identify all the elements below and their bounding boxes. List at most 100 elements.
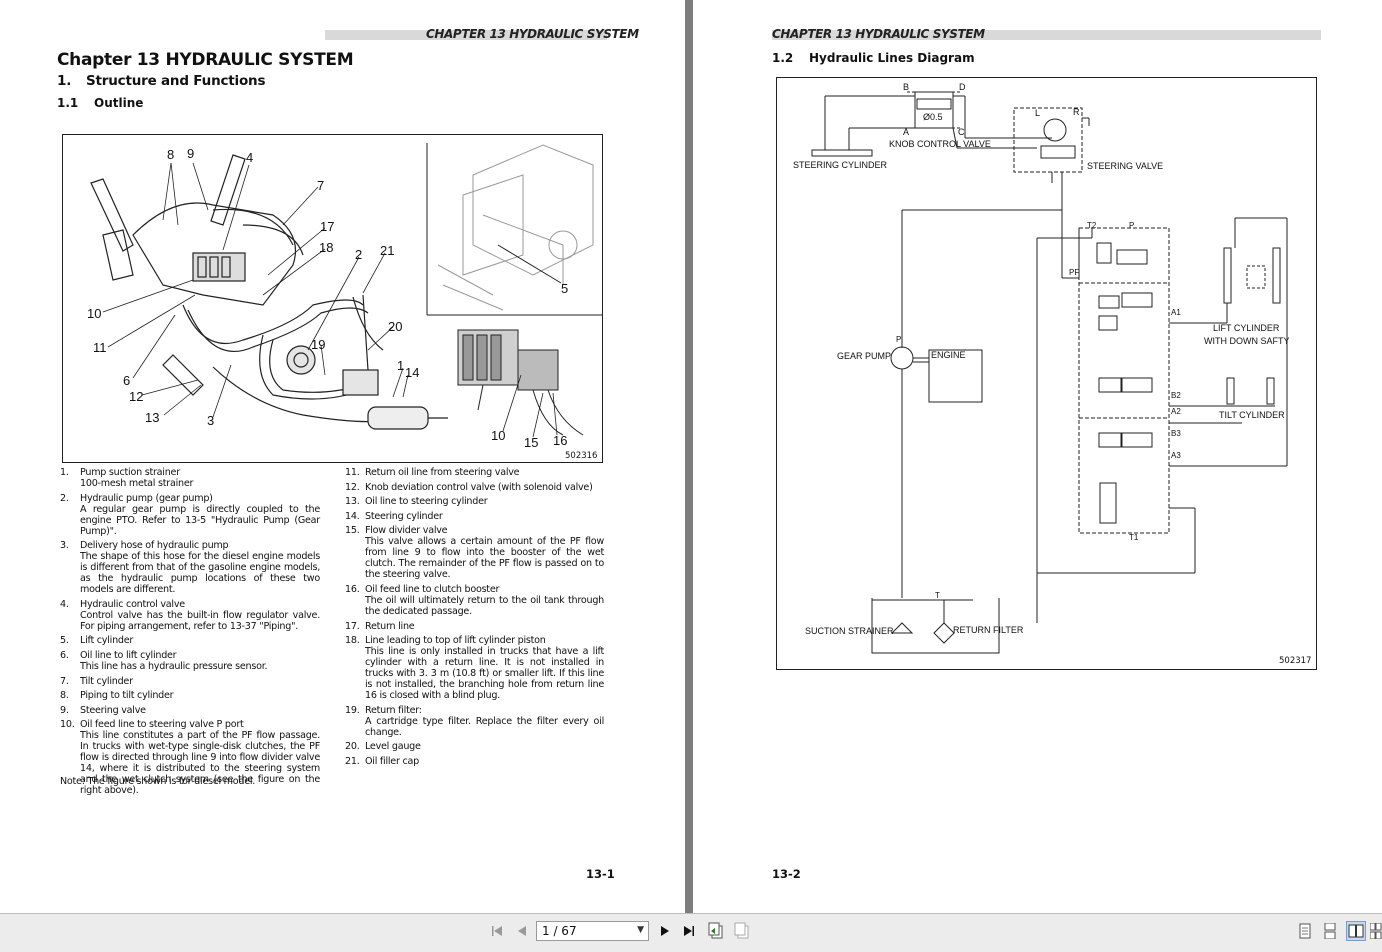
callout-label: 7 xyxy=(317,178,324,193)
go-back-icon[interactable] xyxy=(706,921,726,941)
continuous-facing-view-icon[interactable] xyxy=(1370,921,1382,941)
figure-id: 502316 xyxy=(565,451,598,461)
legend-item: 19.Return filter:A cartridge type filter… xyxy=(345,704,604,738)
port-label: B xyxy=(903,82,909,92)
continuous-view-icon[interactable] xyxy=(1320,921,1340,941)
section-title: Structure and Functions xyxy=(86,73,266,89)
page-right: CHAPTER 13 HYDRAULIC SYSTEM 1.2 Hydrauli… xyxy=(693,0,1382,913)
legend-item: 14.Steering cylinder xyxy=(345,510,443,522)
port-label: PF xyxy=(1069,268,1079,277)
callout-label: 3 xyxy=(207,413,214,428)
components-figure: 8 9 4 7 17 18 2 21 5 10 11 6 12 13 3 19 xyxy=(62,134,603,463)
running-header: CHAPTER 13 HYDRAULIC SYSTEM xyxy=(772,27,985,41)
callout-label: 11 xyxy=(93,340,107,355)
page-number: 13-2 xyxy=(772,867,801,881)
schematic-labels: B D A C Ø0.5 KNOB CONTROL VALVE STEERING… xyxy=(793,82,1290,636)
hydraulic-lines-diagram: B D A C Ø0.5 KNOB CONTROL VALVE STEERING… xyxy=(776,77,1317,670)
last-page-icon[interactable] xyxy=(679,921,699,941)
chevron-down-icon[interactable]: ▼ xyxy=(637,925,644,935)
document-viewport[interactable]: CHAPTER 13 HYDRAULIC SYSTEM Chapter 13 H… xyxy=(0,0,1382,913)
callout-label: 21 xyxy=(380,243,394,258)
prev-page-icon[interactable] xyxy=(512,921,532,941)
port-label: A1 xyxy=(1171,308,1181,317)
suction-strainer-label: SUCTION STRAINER xyxy=(805,626,894,636)
callout-label: 14 xyxy=(405,365,419,380)
page-number: 13-1 xyxy=(586,867,615,881)
figure-id: 502317 xyxy=(1279,656,1312,666)
hydraulic-schematic: B D A C Ø0.5 KNOB CONTROL VALVE STEERING… xyxy=(793,82,1290,654)
port-label: A3 xyxy=(1171,451,1181,460)
orifice-label: Ø0.5 xyxy=(923,112,943,122)
callout-label: 9 xyxy=(187,146,194,161)
callout-label: 4 xyxy=(246,150,253,165)
port-label: C xyxy=(958,127,965,137)
return-filter-label: RETURN FILTER xyxy=(953,625,1024,635)
page-number-value: 1 / 67 xyxy=(542,924,577,938)
page-left: CHAPTER 13 HYDRAULIC SYSTEM Chapter 13 H… xyxy=(0,0,685,913)
callout-label: 19 xyxy=(311,337,325,352)
running-header: CHAPTER 13 HYDRAULIC SYSTEM xyxy=(426,27,639,41)
port-label: T xyxy=(935,591,940,600)
legend-item: 13.Oil line to steering cylinder xyxy=(345,496,488,508)
callout-label: 16 xyxy=(553,433,567,448)
legend-item: 8.Piping to tilt cylinder xyxy=(60,690,174,702)
chapter-title: Chapter 13 HYDRAULIC SYSTEM xyxy=(57,50,354,70)
callout-label: 17 xyxy=(320,219,334,234)
first-page-icon[interactable] xyxy=(487,921,507,941)
port-label: P xyxy=(896,335,901,344)
port-label: D xyxy=(959,82,966,92)
callout-label: 6 xyxy=(123,373,130,388)
callout-label: 10 xyxy=(491,428,505,443)
next-page-icon[interactable] xyxy=(655,921,675,941)
legend-column-2: 11.Return oil line from steering valve 1… xyxy=(345,467,604,771)
port-label: P xyxy=(1129,221,1134,230)
port-label: B2 xyxy=(1171,391,1181,400)
subsection-title: Outline xyxy=(94,96,144,110)
callout-label: 18 xyxy=(319,240,333,255)
steering-valve-label: STEERING VALVE xyxy=(1087,161,1163,171)
engine-label: ENGINE xyxy=(931,350,966,360)
lift-cylinder-label: WITH DOWN SAFTY xyxy=(1204,336,1290,346)
port-label: B3 xyxy=(1171,429,1181,438)
single-page-view-icon[interactable] xyxy=(1295,921,1315,941)
legend-item: 17.Return line xyxy=(345,620,415,632)
header-bar xyxy=(325,30,607,40)
section-title: Hydraulic Lines Diagram xyxy=(809,51,975,65)
section-number: 1.2 xyxy=(772,51,794,65)
steering-cylinder-label: STEERING CYLINDER xyxy=(793,160,888,170)
callout-label: 10 xyxy=(87,306,101,321)
legend-item: 9.Steering valve xyxy=(60,704,146,716)
port-label: A2 xyxy=(1171,407,1181,416)
callout-label: 5 xyxy=(561,281,568,296)
legend-item: 11.Return oil line from steering valve xyxy=(345,467,520,478)
knob-control-valve-label: KNOB CONTROL VALVE xyxy=(889,139,991,149)
figure-callouts: 8 9 4 7 17 18 2 21 5 10 11 6 12 13 3 19 xyxy=(87,146,568,450)
port-label: T1 xyxy=(1129,533,1139,542)
go-forward-icon[interactable] xyxy=(732,921,752,941)
callout-label: 13 xyxy=(145,410,159,425)
legend-item: 7.Tilt cylinder xyxy=(60,675,133,687)
legend-item: 20.Level gauge xyxy=(345,741,421,753)
tilt-cylinder-label: TILT CYLINDER xyxy=(1219,410,1285,420)
gear-pump-label: GEAR PUMP xyxy=(837,351,891,361)
page-number-field[interactable]: 1 / 67 ▼ xyxy=(536,921,649,941)
port-label: L xyxy=(1035,108,1040,118)
callout-label: 1 xyxy=(397,358,404,373)
legend-item: 10.Oil feed line to steering valve P por… xyxy=(60,719,320,797)
subsection-number: 1.1 xyxy=(57,96,79,110)
figure-note: Note: The figure shown is for diesel mod… xyxy=(60,776,256,787)
legend-item: 2.Hydraulic pump (gear pump)A regular ge… xyxy=(60,492,320,537)
facing-pages-view-icon[interactable] xyxy=(1346,921,1366,941)
section-number: 1. xyxy=(57,73,72,89)
port-label: A xyxy=(903,127,909,137)
legend-item: 5.Lift cylinder xyxy=(60,635,134,647)
legend-item: 12.Knob deviation control valve (with so… xyxy=(345,481,593,493)
callout-label: 2 xyxy=(355,247,362,262)
callout-label: 8 xyxy=(167,147,174,162)
